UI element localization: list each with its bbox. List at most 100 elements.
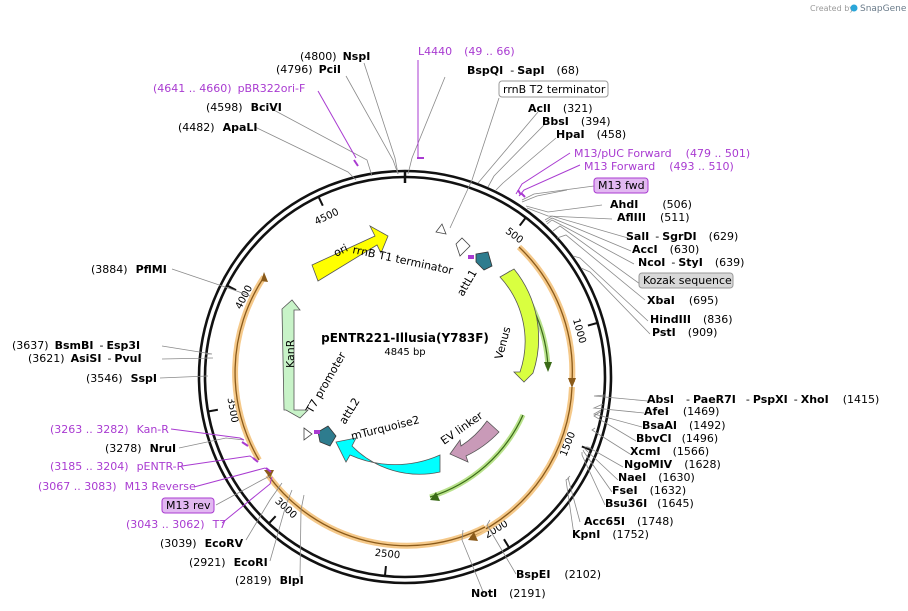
nrui-name: NruI xyxy=(150,442,177,455)
svg-text:(3039)EcoRV: (3039)EcoRV xyxy=(160,537,244,550)
pbr322-range: (4641 .. 4660) xyxy=(153,82,232,95)
tick-mark xyxy=(207,408,219,413)
svg-text:(3043 .. 3062)T7: (3043 .. 3062)T7 xyxy=(126,518,226,531)
tick-mark xyxy=(268,515,277,525)
svg-text:(3621)AsiSI-PvuI: (3621)AsiSI-PvuI xyxy=(28,352,142,365)
svg-text:AccI(630): AccI(630) xyxy=(632,243,699,256)
esp3i-name: Esp3I xyxy=(106,339,140,352)
noti-name: NotI xyxy=(471,587,497,600)
psti-name: PstI xyxy=(652,326,676,339)
orange-arcs xyxy=(232,244,576,549)
svg-text:XbaI(695): XbaI(695) xyxy=(647,294,718,307)
styi-name: StyI xyxy=(678,256,702,269)
t1-terminator-feature xyxy=(455,237,471,257)
svg-text:Bsu36I(1645): Bsu36I(1645) xyxy=(605,497,694,510)
m13forward-name: M13 Forward xyxy=(584,160,655,173)
attl2-label: attL2 xyxy=(337,396,363,427)
svg-text:KpnI(1752): KpnI(1752) xyxy=(572,528,649,541)
credit-brand: SnapGene xyxy=(860,4,907,14)
tick-mark xyxy=(226,284,237,292)
tick-mark xyxy=(503,538,511,549)
venus-label: Venus xyxy=(492,325,513,361)
pvui-name: PvuI xyxy=(114,352,141,365)
ecorv-name: EcoRV xyxy=(205,537,244,550)
xcmi-name: XcmI xyxy=(630,445,661,458)
tick-mark xyxy=(587,321,598,327)
m13reverse-name: M13 Reverse xyxy=(125,480,196,493)
svg-text:BspEI(2102): BspEI(2102) xyxy=(516,568,601,581)
bsmbi-name: BsmBI xyxy=(55,339,94,352)
sali-name: SalI xyxy=(626,230,649,243)
svg-text:(2819)BlpI: (2819)BlpI xyxy=(235,574,304,587)
bbvci-name: BbvCI xyxy=(636,432,672,445)
absi-name: AbsI xyxy=(647,393,674,406)
ahdi-name: AhdI xyxy=(610,198,638,211)
svg-text:NgoMIV(1628): NgoMIV(1628) xyxy=(624,458,721,471)
tick-label: 2500 xyxy=(374,548,400,562)
tick-mark xyxy=(581,445,592,452)
t7-promoter-feature xyxy=(303,427,313,441)
kpni-name: KpnI xyxy=(572,528,600,541)
pflmi-name: PflMI xyxy=(136,263,167,276)
ecori-name: EcoRI xyxy=(234,556,268,569)
kanr-label: KanR xyxy=(284,339,297,368)
fsei-name: FseI xyxy=(612,484,638,497)
sspi-name: SspI xyxy=(131,372,157,385)
svg-text:BbsI(394): BbsI(394) xyxy=(542,115,611,128)
kozak-box: Kozak sequence xyxy=(643,274,732,287)
bsu36i-name: Bsu36I xyxy=(605,497,647,510)
svg-text:AclI(321): AclI(321) xyxy=(528,102,593,115)
paer7i-name: PaeR7I xyxy=(693,393,736,406)
credit-text: Created by xyxy=(810,4,854,13)
svg-text:(3884)PflMI: (3884)PflMI xyxy=(91,263,167,276)
acli-name: AclI xyxy=(528,102,551,115)
bbsi-name: BbsI xyxy=(542,115,569,128)
svg-text:M13/pUC Forward(479 .. 501): M13/pUC Forward(479 .. 501) xyxy=(574,147,750,160)
nspi-num: (4800) xyxy=(300,50,337,63)
svg-text:(3278)NruI: (3278)NruI xyxy=(105,442,176,455)
svg-text:AflIII(511): AflIII(511) xyxy=(617,211,690,224)
apali-name: ApaLI xyxy=(223,121,258,134)
svg-text:AhdI(506): AhdI(506) xyxy=(610,198,692,211)
l4440-range: (49 .. 66) xyxy=(464,45,515,58)
ncoi-name: NcoI xyxy=(638,256,665,269)
hpai-name: HpaI xyxy=(556,128,585,141)
nspi-name: NspI xyxy=(343,50,371,63)
svg-text:AfeI(1469): AfeI(1469) xyxy=(644,405,719,418)
svg-text:(4641 .. 4660)pBR322ori-F: (4641 .. 4660) pBR322ori-F xyxy=(153,82,305,95)
tick-label: 4500 xyxy=(313,207,341,228)
m13puc-name: M13/pUC Forward xyxy=(574,147,672,160)
pspxi-name: PspXI xyxy=(753,393,788,406)
svg-text:XcmI(1566): XcmI(1566) xyxy=(630,445,709,458)
plasmid-size: 4845 bp xyxy=(384,347,425,358)
snapgene-logo-icon xyxy=(850,4,858,12)
m13-rev-box: M13 rev xyxy=(166,499,211,512)
xbai-name: XbaI xyxy=(647,294,675,307)
afei-name: AfeI xyxy=(644,405,669,418)
blpi-name: BlpI xyxy=(280,574,304,587)
hindiii-name: HindIII xyxy=(650,313,691,326)
plasmid-name: pENTR221-Illusia(Y783F) xyxy=(321,331,489,345)
svg-text:SalI-SgrDI(629): SalI-SgrDI(629) xyxy=(626,230,738,243)
pbr322-name: pBR322ori-F xyxy=(238,82,306,95)
tick-mark xyxy=(317,196,324,207)
t7-promoter-label: T7 promoter xyxy=(303,349,349,416)
m13-fwd-box: M13 fwd xyxy=(598,179,645,192)
kanr-feature xyxy=(281,299,309,419)
aflii-name: AflIII xyxy=(617,211,646,224)
bcivi-name: BciVI xyxy=(251,101,282,114)
backbone xyxy=(197,169,613,585)
ori-feature xyxy=(311,225,389,282)
svg-text:(2921)EcoRI: (2921)EcoRI xyxy=(189,556,268,569)
mturquoise-feature xyxy=(335,437,441,475)
tick-label: 500 xyxy=(503,226,525,246)
svg-text:(3637)BsmBI-Esp3I: (3637)BsmBI-Esp3I xyxy=(12,339,140,352)
svg-text:PstI(909): PstI(909) xyxy=(652,326,717,339)
svg-text:(3263 .. 3282)Kan-R: (3263 .. 3282)Kan-R xyxy=(50,423,169,436)
svg-text:L4440(49 .. 66): L4440(49 .. 66) xyxy=(418,45,515,58)
bspqi-name: BspQI xyxy=(467,64,503,77)
kanr-primer-name: Kan-R xyxy=(137,423,170,436)
ori-label: ori xyxy=(331,242,350,260)
pcii-num: (4796) xyxy=(276,63,313,76)
